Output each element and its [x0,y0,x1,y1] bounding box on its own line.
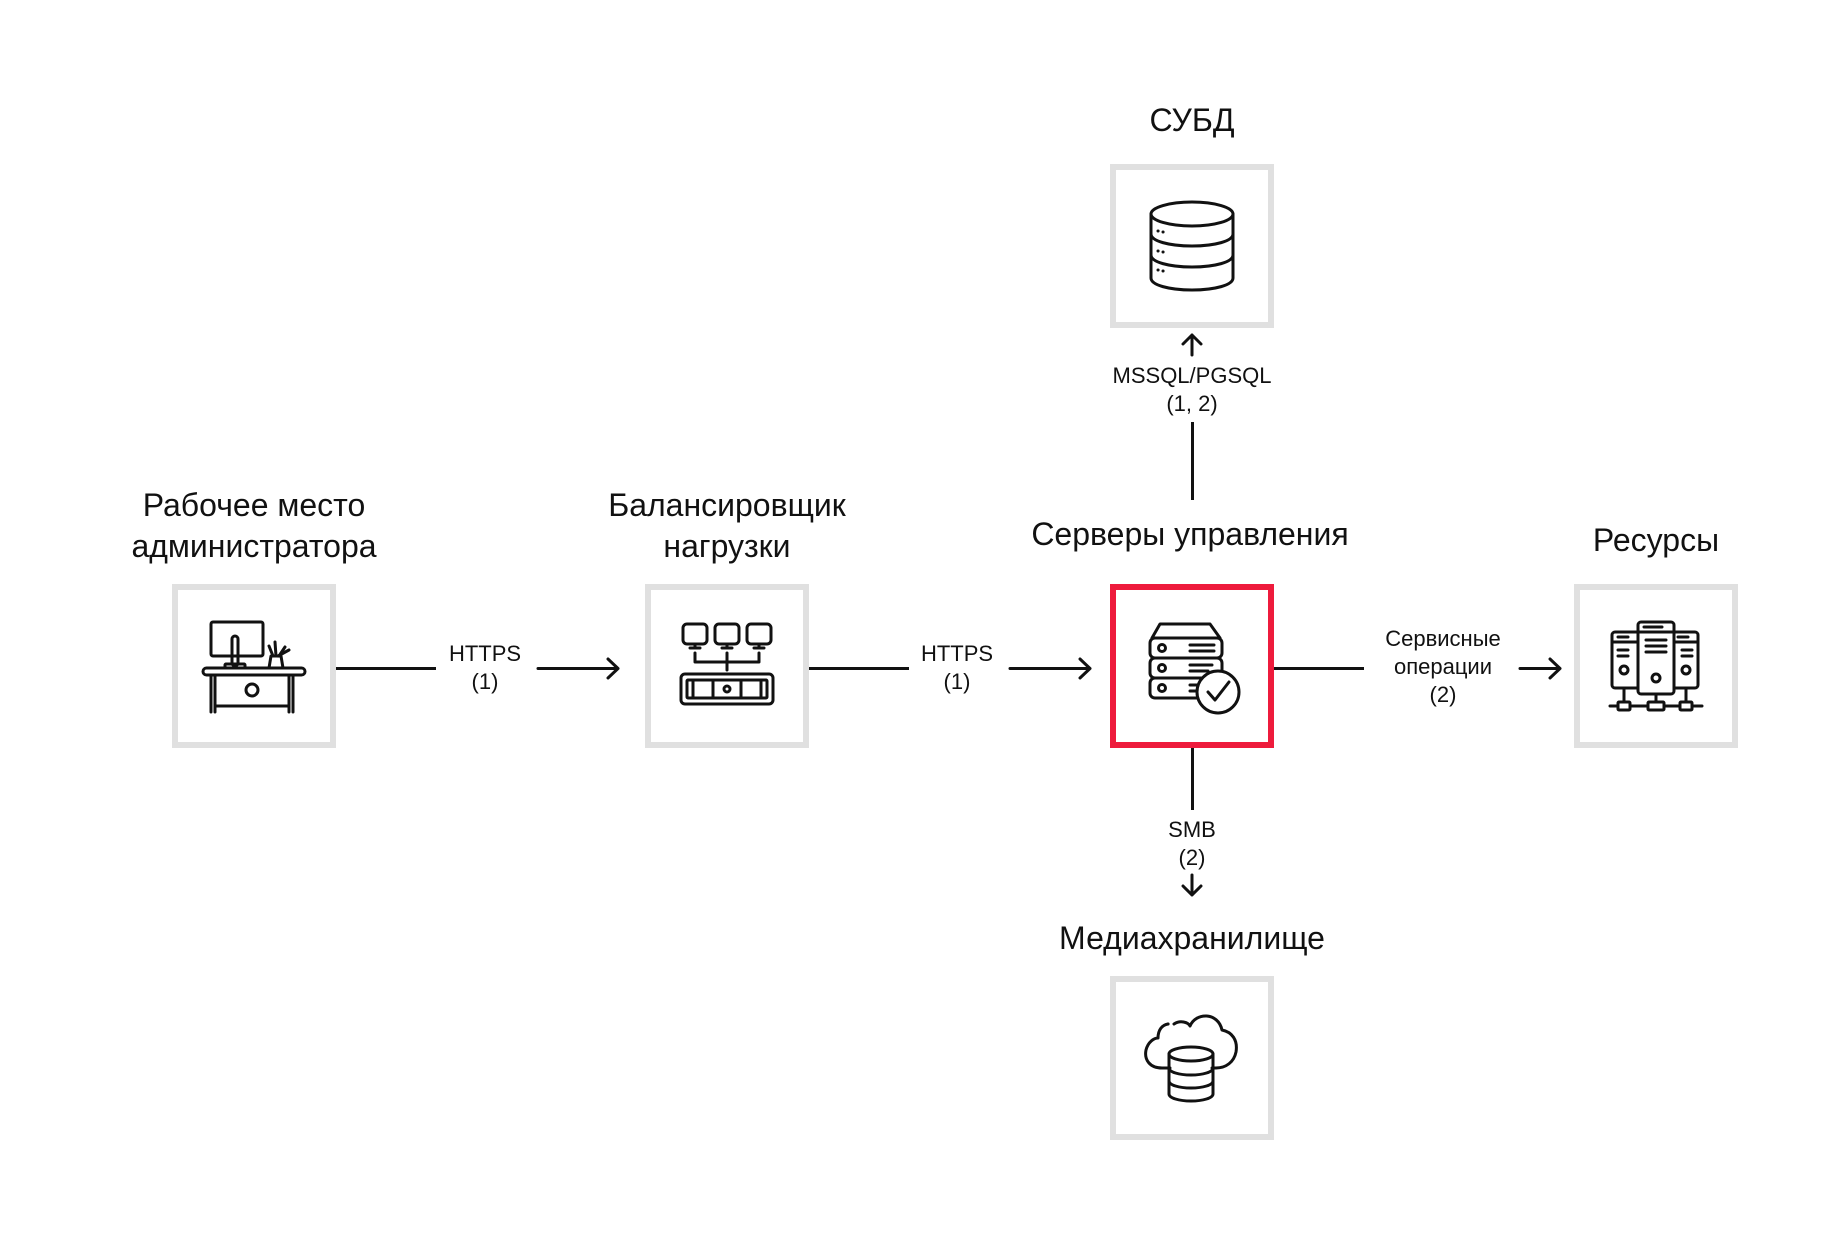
server-network-icon [1608,618,1704,714]
media-storage-node[interactable] [1110,976,1274,1140]
balancer-title-line2: нагрузки [663,528,791,564]
servers-title: Серверы управления [1031,516,1349,552]
link-servers-dbms-line [1191,422,1194,500]
link-step: (1, 2) [1166,391,1218,416]
link-servers-dbms-label: MSSQL/PGSQL (1, 2) [1113,362,1272,418]
link-step: (1) [471,669,499,694]
admin-title-line1: Рабочее место [142,487,366,523]
link-servers-media-label: SMB (2) [1168,816,1216,872]
link-protocol: HTTPS [448,641,522,666]
link-servers-dbms-arrow [1181,333,1203,357]
load-balancer-node[interactable] [645,584,809,748]
database-icon [1147,200,1237,292]
balancer-title-line1: Балансировщик [608,487,846,523]
management-servers-node[interactable] [1110,584,1274,748]
link-servers-resources-line [1274,667,1364,670]
admin-workstation-node[interactable] [172,584,336,748]
media-title: Медиахранилище [1059,920,1325,956]
link-operation-line2: операции [1393,654,1493,679]
dbms-title: СУБД [1149,102,1235,138]
link-protocol: MSSQL/PGSQL [1112,363,1272,388]
link-balancer-servers-line [809,667,909,670]
link-protocol: HTTPS [920,641,994,666]
resources-title: Ресурсы [1592,522,1720,558]
server-check-icon [1142,616,1242,716]
link-servers-resources-arrow [1518,657,1562,680]
link-admin-balancer-line [336,667,436,670]
load-balancer-icon [679,618,775,714]
link-admin-balancer-arrow [536,657,620,680]
link-step: (1) [943,669,971,694]
link-protocol: SMB [1168,817,1216,842]
link-servers-media-line [1191,748,1194,810]
balancer-title: Балансировщик нагрузки [608,485,846,567]
link-admin-balancer-label: HTTPS (1) [449,640,521,696]
desk-workstation-icon [199,616,309,716]
admin-title: Рабочее место администратора [131,485,376,567]
dbms-node[interactable] [1110,164,1274,328]
admin-title-line2: администратора [131,528,377,564]
link-step: (2) [1429,682,1457,707]
link-operation-line1: Сервисные [1385,626,1501,651]
resources-node[interactable] [1574,584,1738,748]
link-balancer-servers-label: HTTPS (1) [921,640,993,696]
link-step: (2) [1178,845,1206,870]
cloud-database-icon [1142,1008,1242,1108]
link-servers-media-arrow [1181,873,1203,897]
link-balancer-servers-arrow [1008,657,1092,680]
link-servers-resources-label: Сервисные операции (2) [1385,625,1501,709]
